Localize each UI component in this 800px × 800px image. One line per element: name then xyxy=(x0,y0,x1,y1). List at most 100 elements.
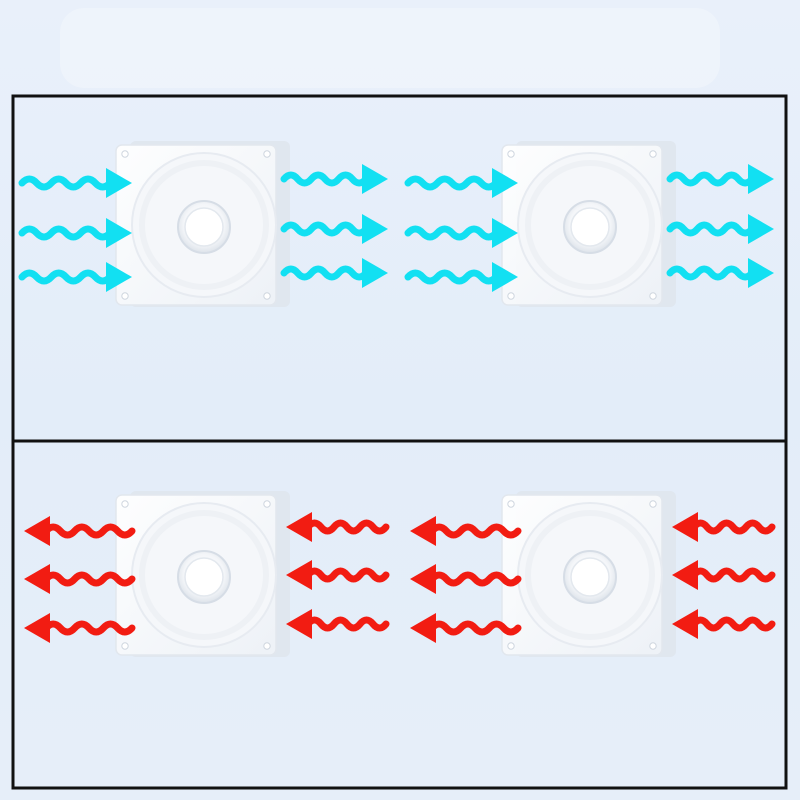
fan-screw-hole xyxy=(649,150,657,158)
fan-screw-hole xyxy=(121,500,129,508)
arrow-shaft xyxy=(304,567,390,583)
wavy-arrow-icon xyxy=(24,613,136,643)
arrow-head xyxy=(362,258,388,288)
wavy-arrow-icon xyxy=(280,258,388,288)
arrow-head xyxy=(410,516,436,546)
arrow-shaft xyxy=(690,519,776,535)
arrow-shaft xyxy=(280,171,370,187)
arrow-head xyxy=(286,560,312,590)
arrow-shaft xyxy=(304,519,390,535)
arrow-shaft xyxy=(404,225,500,241)
wavy-arrow-icon xyxy=(18,218,132,248)
wavy-arrow-icon xyxy=(672,560,776,590)
arrow-shaft xyxy=(42,620,136,636)
arrow-head xyxy=(748,214,774,244)
background-highlight xyxy=(60,8,720,88)
arrow-head xyxy=(24,564,50,594)
fan-screw-hole xyxy=(121,292,129,300)
wavy-arrow-icon xyxy=(404,262,518,292)
wavy-arrow-icon xyxy=(280,164,388,194)
fan-screw-hole xyxy=(649,500,657,508)
wavy-arrow-icon xyxy=(18,168,132,198)
arrow-head xyxy=(748,164,774,194)
arrow-head xyxy=(410,564,436,594)
arrow-shaft xyxy=(690,616,776,632)
fan-icon xyxy=(115,491,290,657)
wavy-arrow-icon xyxy=(410,516,522,546)
wavy-arrow-icon xyxy=(410,564,522,594)
arrow-shaft xyxy=(428,523,522,539)
arrow-shaft xyxy=(18,269,114,285)
wavy-arrow-icon xyxy=(410,613,522,643)
arrow-head xyxy=(286,609,312,639)
arrow-shaft xyxy=(666,171,756,187)
fan-blade-ring xyxy=(525,160,655,290)
arrow-shaft xyxy=(428,571,522,587)
arrow-head xyxy=(24,613,50,643)
wavy-arrow-icon xyxy=(286,560,390,590)
arrow-shaft xyxy=(42,571,136,587)
fan-hub-cap xyxy=(184,207,224,247)
fan-hub-cap xyxy=(570,207,610,247)
fan-screw-hole xyxy=(263,642,271,650)
fan-hub-cap xyxy=(184,557,224,597)
fan-screw-hole xyxy=(121,150,129,158)
wavy-arrow-icon xyxy=(672,512,776,542)
arrow-head xyxy=(492,262,518,292)
fan-screw-hole xyxy=(507,292,515,300)
fan-screw-hole xyxy=(507,642,515,650)
fan-icon xyxy=(501,141,676,307)
wavy-arrow-icon xyxy=(24,516,136,546)
wavy-arrow-icon xyxy=(286,609,390,639)
fan-screw-hole xyxy=(121,642,129,650)
fan-screw-hole xyxy=(649,292,657,300)
wavy-arrow-icon xyxy=(280,214,388,244)
arrow-head xyxy=(748,258,774,288)
wavy-arrow-icon xyxy=(672,609,776,639)
arrow-head xyxy=(410,613,436,643)
arrow-shaft xyxy=(304,616,390,632)
arrow-shaft xyxy=(280,265,370,281)
fan-icon xyxy=(501,491,676,657)
wavy-arrow-icon xyxy=(24,564,136,594)
wavy-arrow-icon xyxy=(404,218,518,248)
arrow-head xyxy=(106,218,132,248)
fan-screw-hole xyxy=(263,292,271,300)
arrow-shaft xyxy=(666,265,756,281)
wavy-arrow-icon xyxy=(404,168,518,198)
fan-icon xyxy=(115,141,290,307)
arrow-shaft xyxy=(18,225,114,241)
fan-blade-ring xyxy=(139,510,269,640)
fan-hub-cap xyxy=(570,557,610,597)
fan-screw-hole xyxy=(507,500,515,508)
arrow-head xyxy=(106,262,132,292)
wavy-arrow-icon xyxy=(666,214,774,244)
fan-screw-hole xyxy=(263,500,271,508)
fan-blade-ring xyxy=(525,510,655,640)
panel-frame-exhaust xyxy=(11,439,788,790)
arrow-shaft xyxy=(404,269,500,285)
wavy-arrow-icon xyxy=(18,262,132,292)
arrow-shaft xyxy=(690,567,776,583)
arrow-shaft xyxy=(428,620,522,636)
arrow-head xyxy=(672,512,698,542)
fan-screw-hole xyxy=(507,150,515,158)
fan-screw-hole xyxy=(263,150,271,158)
arrow-shaft xyxy=(42,523,136,539)
wavy-arrow-icon xyxy=(666,164,774,194)
arrow-head xyxy=(362,164,388,194)
arrow-head xyxy=(672,609,698,639)
arrow-shaft xyxy=(18,175,114,191)
wavy-arrow-icon xyxy=(286,512,390,542)
arrow-head xyxy=(106,168,132,198)
arrow-head xyxy=(362,214,388,244)
arrow-head xyxy=(492,218,518,248)
fan-screw-hole xyxy=(649,642,657,650)
arrow-shaft xyxy=(404,175,500,191)
arrow-head xyxy=(24,516,50,546)
arrow-head xyxy=(672,560,698,590)
arrow-head xyxy=(492,168,518,198)
arrow-shaft xyxy=(666,221,756,237)
arrow-shaft xyxy=(280,221,370,237)
